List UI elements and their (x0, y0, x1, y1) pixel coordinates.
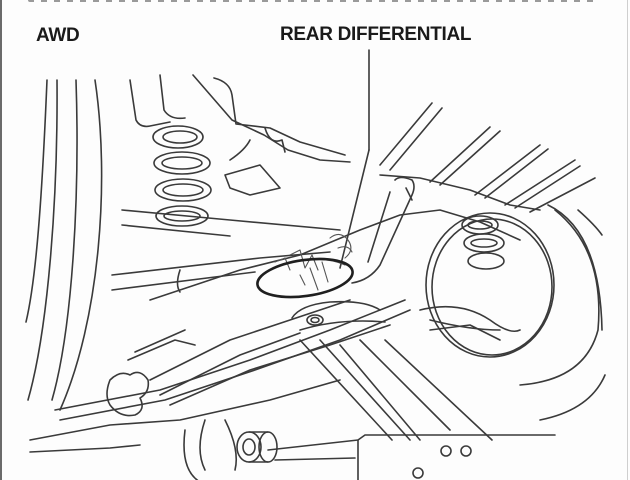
left-tire (25, 79, 103, 411)
left-rear-tire-bottom (183, 419, 238, 480)
jack-roller (236, 431, 278, 463)
left-knuckle (106, 329, 196, 417)
floor-jack-arm (299, 339, 493, 441)
jack-saddle (291, 300, 386, 331)
frame-dashed-top-edge (28, 0, 598, 2)
drivetrain-label: AWD (36, 25, 80, 46)
floor-jack-body (267, 434, 556, 480)
jack-upright (351, 176, 415, 284)
rear-differential-callout-label: REAR DIFFERENTIAL (280, 24, 472, 45)
suspension-arms (29, 251, 501, 453)
frame-border-right (627, 0, 628, 480)
differential-highlight-ellipse (256, 257, 354, 299)
right-wheel (419, 204, 606, 421)
frame-rails (379, 102, 596, 213)
frame-border-left (0, 0, 2, 480)
left-coil-spring (152, 125, 212, 227)
callout-leader-diagonal (339, 149, 370, 269)
